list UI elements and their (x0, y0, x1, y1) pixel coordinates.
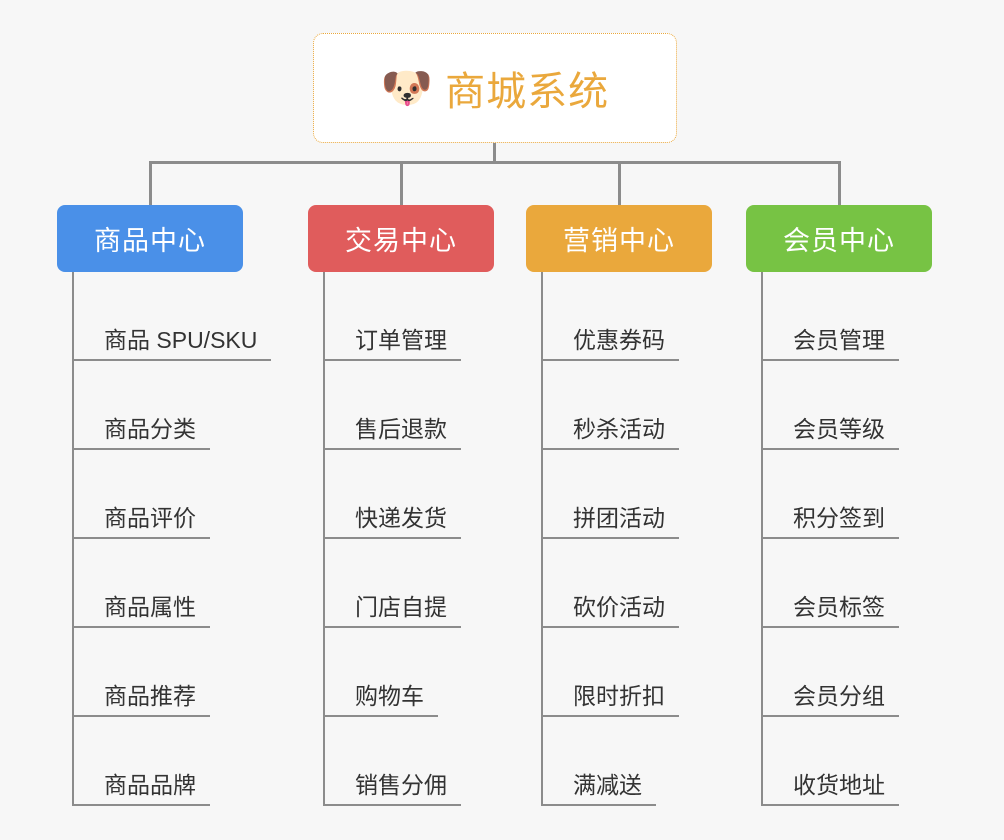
leaf-item[interactable]: 限时折扣 (541, 628, 679, 717)
leaf-item[interactable]: 砍价活动 (541, 539, 679, 628)
category-box-member-center[interactable]: 会员中心 (746, 205, 932, 272)
column-spine (323, 272, 325, 806)
column-spine (761, 272, 763, 806)
leaf-item[interactable]: 商品分类 (72, 361, 271, 450)
leaf-underline: 订单管理 (323, 321, 461, 361)
leaf-label: 限时折扣 (573, 683, 665, 709)
leaf-item[interactable]: 收货地址 (761, 717, 899, 806)
leaf-underline: 快递发货 (323, 499, 461, 539)
leaf-label: 售后退款 (355, 416, 447, 442)
leaf-label: 商品分类 (104, 416, 196, 442)
connector-drop-1 (149, 161, 152, 207)
column-spine (541, 272, 543, 806)
leaf-label: 商品品牌 (104, 772, 196, 798)
leaf-underline: 销售分佣 (323, 766, 461, 806)
leaf-underline: 会员分组 (761, 677, 899, 717)
connector-drop-3 (618, 161, 621, 207)
leaf-item[interactable]: 满减送 (541, 717, 679, 806)
leaf-underline: 商品属性 (72, 588, 210, 628)
leaf-item[interactable]: 优惠券码 (541, 272, 679, 361)
leaf-underline: 收货地址 (761, 766, 899, 806)
leaf-item[interactable]: 拼团活动 (541, 450, 679, 539)
leaf-label: 优惠券码 (573, 327, 665, 353)
leaf-underline: 积分签到 (761, 499, 899, 539)
category-label: 商品中心 (94, 226, 206, 256)
leaf-label: 购物车 (355, 683, 424, 709)
leaf-item[interactable]: 门店自提 (323, 539, 461, 628)
leaf-underline: 满减送 (541, 766, 656, 806)
leaf-column-member-center: 会员管理 会员等级 积分签到 会员标签 会员分组 收货地址 (761, 272, 899, 806)
leaf-item[interactable]: 会员标签 (761, 539, 899, 628)
leaf-label: 秒杀活动 (573, 416, 665, 442)
dog-face-icon: 🐶 (380, 64, 434, 111)
leaf-label: 快递发货 (355, 505, 447, 531)
leaf-item[interactable]: 订单管理 (323, 272, 461, 361)
leaf-underline: 商品品牌 (72, 766, 210, 806)
leaf-label: 拼团活动 (573, 505, 665, 531)
leaf-item[interactable]: 售后退款 (323, 361, 461, 450)
leaf-underline: 限时折扣 (541, 677, 679, 717)
leaf-label: 会员管理 (793, 327, 885, 353)
leaf-label: 订单管理 (355, 327, 447, 353)
leaf-label: 积分签到 (793, 505, 885, 531)
connector-drop-4 (838, 161, 841, 207)
leaf-label: 商品评价 (104, 505, 196, 531)
leaf-label: 门店自提 (355, 594, 447, 620)
leaf-label: 满减送 (573, 772, 642, 798)
connector-horizontal-bar (149, 161, 840, 164)
leaf-underline: 商品评价 (72, 499, 210, 539)
leaf-column-marketing-center: 优惠券码 秒杀活动 拼团活动 砍价活动 限时折扣 满减送 (541, 272, 679, 806)
leaf-label: 商品 SPU/SKU (104, 327, 258, 353)
connector-root-stem (493, 143, 496, 163)
leaf-column-trade-center: 订单管理 售后退款 快递发货 门店自提 购物车 销售分佣 (323, 272, 461, 806)
leaf-item[interactable]: 快递发货 (323, 450, 461, 539)
leaf-underline: 砍价活动 (541, 588, 679, 628)
leaf-underline: 会员等级 (761, 410, 899, 450)
leaf-label: 会员标签 (793, 594, 885, 620)
leaf-underline: 商品 SPU/SKU (72, 321, 272, 361)
leaf-underline: 拼团活动 (541, 499, 679, 539)
category-label: 交易中心 (345, 226, 457, 256)
leaf-item[interactable]: 商品属性 (72, 539, 271, 628)
category-box-marketing-center[interactable]: 营销中心 (526, 205, 712, 272)
leaf-label: 销售分佣 (355, 772, 447, 798)
category-label: 会员中心 (783, 226, 895, 256)
leaf-label: 会员分组 (793, 683, 885, 709)
leaf-item[interactable]: 商品 SPU/SKU (72, 272, 272, 361)
leaf-underline: 优惠券码 (541, 321, 679, 361)
column-spine (72, 272, 74, 806)
category-box-trade-center[interactable]: 交易中心 (308, 205, 494, 272)
category-label: 营销中心 (563, 226, 675, 256)
leaf-underline: 门店自提 (323, 588, 461, 628)
category-box-product-center[interactable]: 商品中心 (57, 205, 243, 272)
leaf-column-product-center: 商品 SPU/SKU 商品分类 商品评价 商品属性 商品推荐 商品品牌 (72, 272, 272, 806)
leaf-item[interactable]: 商品品牌 (72, 717, 271, 806)
leaf-item[interactable]: 购物车 (323, 628, 461, 717)
leaf-underline: 购物车 (323, 677, 438, 717)
leaf-underline: 商品分类 (72, 410, 210, 450)
leaf-label: 商品推荐 (104, 683, 196, 709)
leaf-underline: 秒杀活动 (541, 410, 679, 450)
leaf-label: 会员等级 (793, 416, 885, 442)
leaf-label: 商品属性 (104, 594, 196, 620)
leaf-item[interactable]: 商品推荐 (72, 628, 271, 717)
leaf-item[interactable]: 积分签到 (761, 450, 899, 539)
leaf-underline: 会员标签 (761, 588, 899, 628)
leaf-item[interactable]: 会员等级 (761, 361, 899, 450)
root-title: 商城系统 (445, 70, 610, 114)
leaf-underline: 售后退款 (323, 410, 461, 450)
connector-drop-2 (400, 161, 403, 207)
leaf-item[interactable]: 秒杀活动 (541, 361, 679, 450)
leaf-underline: 商品推荐 (72, 677, 210, 717)
leaf-item[interactable]: 商品评价 (72, 450, 271, 539)
root-node[interactable]: 🐶 商城系统 (313, 33, 677, 143)
leaf-item[interactable]: 会员分组 (761, 628, 899, 717)
leaf-label: 砍价活动 (573, 594, 665, 620)
leaf-label: 收货地址 (793, 772, 885, 798)
leaf-item[interactable]: 销售分佣 (323, 717, 461, 806)
leaf-item[interactable]: 会员管理 (761, 272, 899, 361)
leaf-underline: 会员管理 (761, 321, 899, 361)
